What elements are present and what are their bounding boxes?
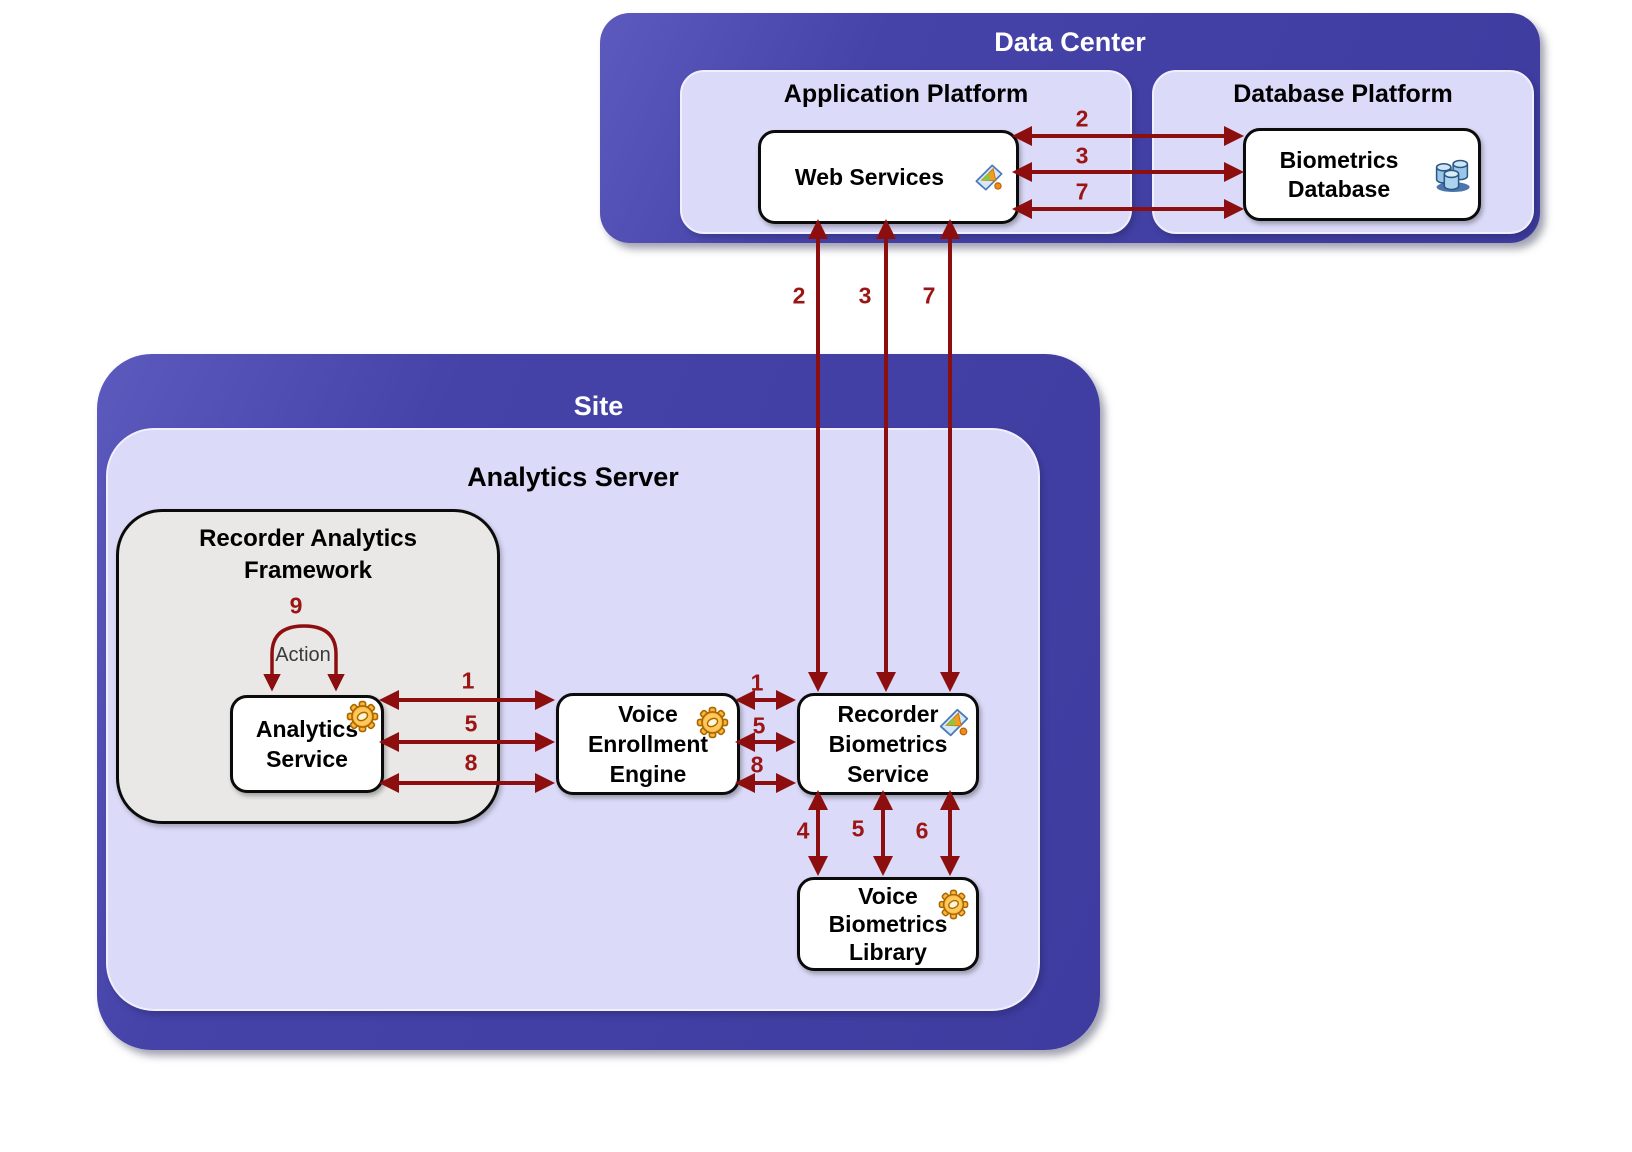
biometrics-database-label: Biometrics Database bbox=[1279, 146, 1399, 202]
application-platform-title: Application Platform bbox=[783, 80, 1029, 108]
flow-label-as-vee-5: 5 bbox=[464, 710, 478, 737]
gear-icon bbox=[346, 700, 379, 733]
recorder-biometrics-service-node: Recorder Biometrics Service bbox=[797, 693, 979, 795]
flow-label-rbs-vbl-5: 5 bbox=[851, 815, 865, 842]
analytics-server-title: Analytics Server bbox=[467, 462, 679, 492]
flow-label-rbs-vbl-6: 6 bbox=[915, 817, 929, 844]
flow-label-rbs-vbl-4: 4 bbox=[796, 817, 810, 844]
site-title: Site bbox=[573, 391, 624, 421]
gear-icon bbox=[938, 889, 969, 920]
action-loop-label: Action bbox=[275, 644, 331, 666]
recorder-analytics-framework-title: Recorder Analytics Framework bbox=[199, 525, 417, 584]
voice-biometrics-library-label: Voice Biometrics Library bbox=[828, 883, 948, 965]
recorder-biometrics-service-label: Recorder Biometrics Service bbox=[828, 701, 948, 787]
data-center-title: Data Center bbox=[994, 27, 1146, 57]
analytics-service-node: Analytics Service bbox=[230, 695, 384, 793]
flow-label-as-vee-1: 1 bbox=[461, 667, 475, 694]
database-platform-title: Database Platform bbox=[1233, 80, 1453, 108]
service-component-icon bbox=[939, 708, 969, 737]
biometrics-database-node: Biometrics Database bbox=[1243, 128, 1481, 221]
flow-label-rbs-ws-3: 3 bbox=[858, 282, 872, 309]
flow-label-self-loop-9: 9 bbox=[289, 592, 303, 619]
flow-label-ws-db-7: 7 bbox=[1075, 178, 1089, 205]
flow-label-ws-db-3: 3 bbox=[1075, 142, 1089, 169]
web-services-node: Web Services bbox=[758, 130, 1019, 224]
flow-label-ws-db-2: 2 bbox=[1075, 105, 1089, 132]
flow-label-vee-rbs-1: 1 bbox=[750, 669, 764, 696]
voice-biometrics-library-node: Voice Biometrics Library bbox=[797, 877, 979, 971]
voice-enrollment-engine-label: Voice Enrollment Engine bbox=[587, 701, 709, 787]
flow-label-vee-rbs-5: 5 bbox=[752, 712, 766, 739]
database-cylinders-icon bbox=[1435, 159, 1471, 193]
web-services-label: Web Services bbox=[794, 163, 945, 190]
flow-label-vee-rbs-8: 8 bbox=[750, 751, 764, 778]
flow-label-as-vee-8: 8 bbox=[464, 749, 478, 776]
voice-enrollment-engine-node: Voice Enrollment Engine bbox=[556, 693, 740, 795]
analytics-service-label: Analytics Service bbox=[255, 716, 359, 772]
flow-label-rbs-ws-2: 2 bbox=[792, 282, 806, 309]
service-component-icon bbox=[975, 164, 1003, 191]
flow-label-rbs-ws-7: 7 bbox=[922, 282, 936, 309]
gear-icon bbox=[696, 706, 729, 739]
